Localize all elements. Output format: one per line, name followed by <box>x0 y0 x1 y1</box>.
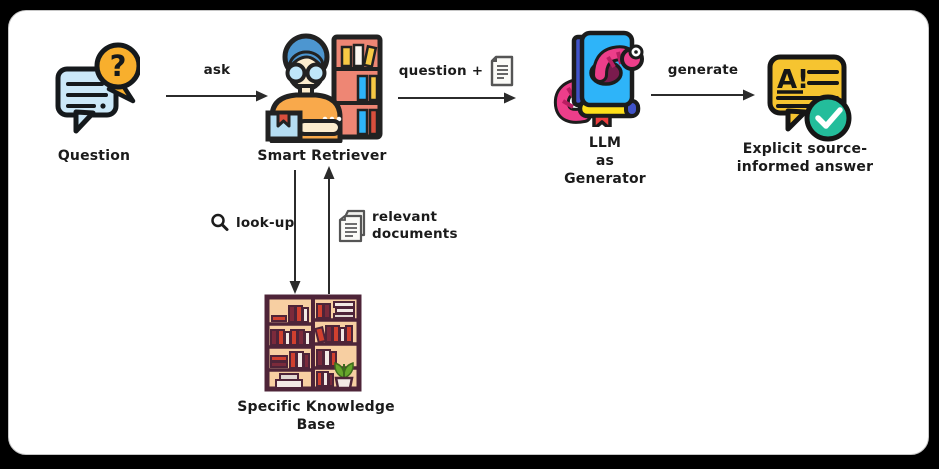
question-bubble-icon: ? <box>55 42 140 134</box>
llm-generator-label: LLM as Generator <box>550 134 660 188</box>
relevant-docs-edge-label: relevant documents <box>338 209 458 243</box>
answer-label-line1: Explicit source- <box>742 141 868 157</box>
question-label: Question <box>57 148 131 164</box>
magnifier-icon <box>211 213 229 231</box>
llm-label-line3: Generator <box>564 171 646 187</box>
generate-arrow <box>651 89 755 101</box>
documents-icon <box>338 209 366 243</box>
look-up-edge-label: look-up <box>210 213 294 233</box>
answer-bubble-icon: A! <box>767 54 852 142</box>
relevant-docs-arrow <box>323 166 335 294</box>
answer-label-line2: informed answer <box>736 159 874 175</box>
relevant-docs-text-line2: documents <box>372 226 458 242</box>
smart-retriever-label: Smart Retriever <box>257 148 387 164</box>
look-up-arrow <box>289 170 301 294</box>
question-doc-edge-label: question + <box>398 55 516 87</box>
knowledge-base-label: Specific Knowledge Base <box>237 399 395 433</box>
question-mark-glyph: ? <box>110 49 127 83</box>
bookshelf-icon <box>264 294 362 392</box>
answer-label: Explicit source- informed answer <box>722 140 888 176</box>
generate-edge-label: generate <box>667 62 739 78</box>
llm-label-line1: LLM <box>588 135 622 151</box>
question-doc-edge-text: question + <box>398 63 484 79</box>
ask-edge-label: ask <box>203 62 231 78</box>
question-doc-arrow <box>398 92 516 104</box>
answer-ai-glyph: A! <box>777 65 809 95</box>
relevant-docs-text-line1: relevant <box>372 209 438 225</box>
bookworm-icon <box>553 30 644 127</box>
llm-label-line2: as <box>595 153 615 169</box>
ask-arrow <box>166 90 268 102</box>
look-up-edge-text: look-up <box>236 215 295 231</box>
retriever-person-icon <box>265 33 383 143</box>
document-icon <box>491 55 514 87</box>
